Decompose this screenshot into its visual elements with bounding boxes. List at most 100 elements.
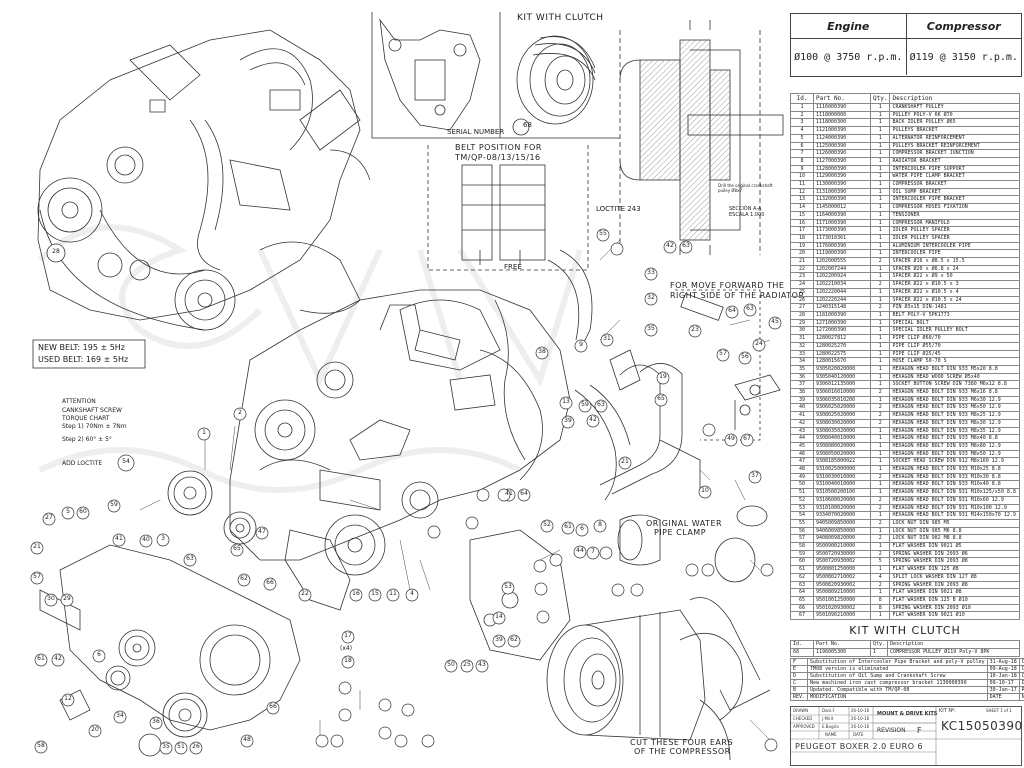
part-id: 40 (790, 403, 814, 413)
balloon-number: 59 (581, 401, 589, 408)
part-number: 1280027812 (813, 334, 871, 343)
part-number: 1116000390 (813, 103, 871, 112)
part-id: 13 (790, 195, 814, 205)
part-qty: 1 (869, 141, 891, 151)
torque-chart-caption: TORQUE CHART (62, 415, 110, 422)
part-id: 21 (790, 257, 814, 266)
part-id: 10 (790, 172, 814, 182)
part-number: 9408009820000 (813, 534, 871, 544)
balloon-number: 53 (504, 583, 512, 590)
exploded-view-svg (30, 12, 784, 761)
balloon-number: 33 (647, 269, 655, 276)
part-id: 32 (790, 341, 814, 351)
balloon-number: 61 (37, 655, 45, 662)
part-number: 9310040010000 (813, 480, 871, 490)
part-description: HEXAGON HEAD BOLT DIN 931 M10x125/x50 8.… (889, 488, 1020, 497)
revision-label: REVISION (877, 727, 906, 734)
part-description: LOCK NUT DIN 985 M5 (889, 518, 1020, 528)
part-qty: 1 (869, 110, 891, 120)
part-id: 9 (790, 164, 814, 174)
part-qty: 1 (869, 480, 891, 490)
part-description: HEXAGON HEAD BOLT DIN 933 M6x50 12.9 (889, 403, 1020, 413)
part-number: 1173000390 (813, 226, 871, 235)
part-description: WATER PIPE CLAMP BRACKET (889, 172, 1020, 182)
col-part-no: Part No. (813, 93, 871, 104)
part-number: 1272000390 (813, 326, 871, 336)
section-caption: SECCIÓN A-A (729, 206, 762, 212)
part-qty: 1 (869, 233, 891, 243)
part-description: PIPE CLIP Ø55/70 (889, 341, 1020, 351)
part-id: 56 (790, 526, 814, 536)
part-qty: 1 (869, 118, 891, 128)
part-number: 9306025020000 (813, 403, 871, 413)
part-number: 1271000390 (813, 318, 871, 328)
part-id: 49 (790, 472, 814, 482)
part-qty: 4 (869, 572, 891, 582)
part-qty: 1 (869, 226, 891, 235)
part-number: 1280025270 (813, 341, 871, 351)
kit-clutch-caption: KIT WITH CLUTCH (517, 13, 604, 23)
part-description: HEXAGON HEAD BOLT DIN 933 M6x30 12.9 (889, 395, 1020, 405)
approved-by: E.Bugria (822, 724, 839, 729)
part-id: 6 (790, 141, 814, 151)
revision-modification: Substitution of Oil Sump and Crankshaft … (807, 672, 988, 680)
balloon-number: 38 (538, 348, 546, 355)
part-description: LOCK NUT DIN 982 M8 8.8 (889, 534, 1020, 544)
part-description: RADIATOR BRACKET (889, 156, 1020, 166)
part-qty: 1 (869, 441, 891, 451)
balloon-number: 27 (45, 514, 53, 521)
col-description: Description (889, 93, 1020, 104)
balloon-number: 39 (495, 636, 503, 643)
part-description: FLAT WASHER DIN 125 Ø8 (889, 565, 1020, 574)
part-id: 33 (790, 349, 814, 359)
revision-author: NAME (1018, 693, 1024, 701)
part-description: ALUMINIUM INTERCOOLER PIPE (889, 241, 1020, 251)
part-qty: 2 (869, 472, 891, 482)
part-qty: 1 (869, 380, 891, 389)
balloon-number: 60 (79, 508, 87, 515)
balloon-number: 29 (63, 595, 71, 602)
part-qty: 1 (869, 341, 891, 351)
section-detail-a-a (619, 20, 784, 255)
part-qty: 1 (869, 126, 891, 135)
part-id: 31 (790, 334, 814, 343)
part-qty: 1 (869, 164, 891, 174)
part-description: FLAT WASHER DIN 9021 Ø5 (889, 542, 1020, 551)
balloon-number: 55 (599, 230, 607, 237)
balloon-number: 66 (269, 703, 277, 710)
balloon-number: 43 (478, 661, 486, 668)
part-qty: 1 (869, 588, 891, 597)
part-id: 54 (790, 511, 814, 520)
part-description: HEXAGON HEAD BOLT DIN 933 M10x25 8.8 (889, 465, 1020, 474)
revision-author: C.Gonzalez (1018, 672, 1024, 680)
balloon-number: 37 (751, 472, 759, 479)
part-description: SPACER Ø22 x Ø9 x 50 (889, 272, 1020, 282)
part-number: 9310600020000 (813, 495, 871, 505)
part-qty: 1 (869, 542, 891, 551)
part-id: 25 (790, 287, 814, 297)
checked-label: CHECKED (793, 716, 813, 721)
balloon-number: 56 (741, 353, 749, 360)
part-qty: 1 (869, 488, 891, 497)
compressor-header: Compressor (926, 19, 1001, 33)
part-qty: 1 (869, 172, 891, 182)
part-id: 61 (790, 565, 814, 574)
part-qty: 1 (869, 295, 891, 305)
balloon-number: 67 (743, 435, 751, 442)
part-number: 1128000390 (813, 164, 871, 174)
part-description: SPRING WASHER DIN 2093 Ø8 (889, 557, 1020, 567)
